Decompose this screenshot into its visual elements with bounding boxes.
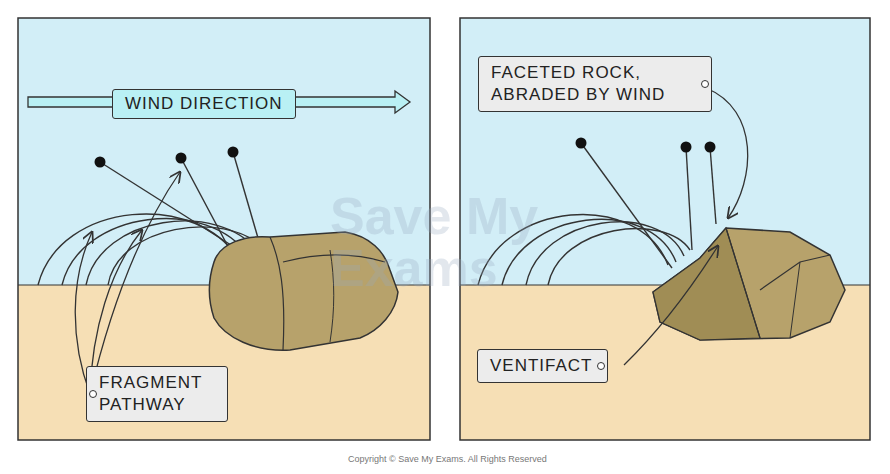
- callout-tag: FRAGMENT PATHWAY: [86, 366, 228, 422]
- label-text: VENTIFACT: [490, 355, 593, 377]
- tag-hole: [701, 80, 709, 88]
- label-text: WIND DIRECTION: [125, 93, 283, 115]
- leader-lines: [75, 172, 180, 394]
- watermark: Save My Exams: [330, 190, 590, 294]
- tag-hole: [89, 390, 97, 398]
- impact-lines: [100, 152, 258, 254]
- callout-tag: VENTIFACT: [477, 349, 608, 383]
- wind-label: WIND DIRECTION: [112, 89, 296, 119]
- callout-tag: FACETED ROCK, ABRADED BY WIND: [478, 56, 712, 112]
- fragment-dots: [95, 147, 239, 168]
- fragment-dots: [576, 138, 716, 153]
- copyright-note: Copyright © Save My Exams. All Rights Re…: [348, 455, 547, 464]
- tag-hole: [597, 362, 605, 370]
- ventifact-rock: [653, 228, 845, 340]
- label-text: FRAGMENT PATHWAY: [99, 372, 213, 416]
- impact-lines: [581, 143, 716, 268]
- leader-lines: [624, 88, 748, 365]
- label-text: FACETED ROCK, ABRADED BY WIND: [491, 62, 697, 106]
